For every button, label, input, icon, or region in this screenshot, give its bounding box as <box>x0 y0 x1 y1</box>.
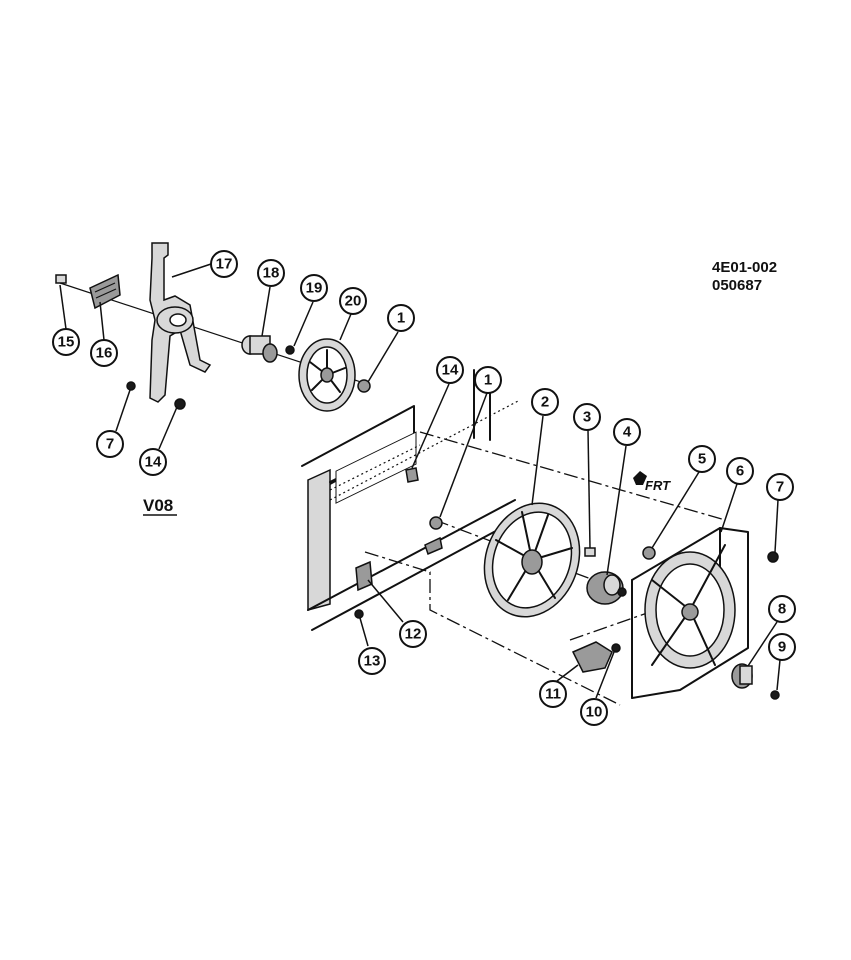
callout-11: 11 <box>539 680 567 708</box>
svg-text:13: 13 <box>364 653 381 670</box>
svg-text:8: 8 <box>778 601 786 618</box>
leader-lines <box>59 263 781 699</box>
part-14-clip <box>405 467 419 483</box>
align-line-top <box>419 431 726 521</box>
callout-14-right: 14 <box>436 356 464 384</box>
svg-text:3: 3 <box>583 409 591 426</box>
svg-text:15: 15 <box>58 334 75 351</box>
svg-text:17: 17 <box>216 256 233 273</box>
part-14-nut <box>174 398 186 410</box>
callout-10: 10 <box>580 698 608 726</box>
part-15-bolt <box>55 274 67 284</box>
align-line-center <box>434 519 621 591</box>
part-9-screw <box>770 690 780 700</box>
align-line-bottom <box>364 551 621 706</box>
svg-text:1: 1 <box>397 310 405 327</box>
radiator-base <box>311 517 521 631</box>
svg-text:12: 12 <box>405 626 422 643</box>
callout-13: 13 <box>358 647 386 675</box>
svg-text:10: 10 <box>586 704 603 721</box>
part-7-bolt <box>126 381 136 391</box>
svg-text:14: 14 <box>145 454 162 471</box>
part-8-relay <box>731 663 753 689</box>
callout-4: 4 <box>613 418 641 446</box>
main-assembly <box>301 369 780 706</box>
part-1-nut-lower <box>429 516 443 530</box>
svg-text:4: 4 <box>623 424 632 441</box>
variant-label: V08 <box>143 496 173 515</box>
radiator-fin-line-1 <box>329 399 521 501</box>
callout-1-lower: 1 <box>474 366 502 394</box>
part-2-fan <box>483 502 581 618</box>
align-line-bracket <box>569 611 651 641</box>
part-6-shroud <box>631 527 749 699</box>
callout-15: 15 <box>52 328 80 356</box>
radiator-clip <box>424 536 443 556</box>
part-10-bolt <box>611 643 621 653</box>
part-1-nut-upper <box>357 379 371 393</box>
callout-17: 17 <box>210 250 238 278</box>
callout-16: 16 <box>90 339 118 367</box>
part-16-bracket <box>89 273 121 310</box>
callout-20: 20 <box>339 287 367 315</box>
radiator-bottom-edge <box>307 499 516 611</box>
part-5-nut <box>642 546 656 560</box>
callout-12: 12 <box>399 620 427 648</box>
callout-14-left: 14 <box>139 448 167 476</box>
callout-1-upper: 1 <box>387 304 415 332</box>
svg-text:6: 6 <box>736 463 744 480</box>
svg-text:11: 11 <box>545 686 561 703</box>
front-arrow-icon <box>633 471 647 485</box>
part-3-washer <box>584 547 596 557</box>
front-direction-marker: FRT <box>633 471 671 493</box>
callout-7-right: 7 <box>766 473 794 501</box>
callout-2: 2 <box>531 388 559 416</box>
callout-9: 9 <box>768 633 796 661</box>
part-18-motor <box>241 335 278 363</box>
upper-assembly <box>55 242 371 412</box>
radiator-fin-line-2 <box>329 444 421 491</box>
svg-text:7: 7 <box>106 436 114 453</box>
part-11-bracket <box>571 641 613 673</box>
callout-19: 19 <box>300 274 328 302</box>
front-marker-label: FRT <box>645 478 671 493</box>
callout-7-left: 7 <box>96 430 124 458</box>
svg-text:19: 19 <box>306 280 323 297</box>
callout-8: 8 <box>768 595 796 623</box>
drawing-id-line1: 4E01-002 <box>712 259 777 276</box>
svg-text:9: 9 <box>778 639 786 656</box>
part-20-fan <box>298 338 356 412</box>
part-12-bracket <box>355 560 373 592</box>
svg-text:1: 1 <box>484 372 492 389</box>
part-13-bolt <box>354 609 364 619</box>
svg-text:14: 14 <box>442 362 459 379</box>
callout-18: 18 <box>257 259 285 287</box>
callout-3: 3 <box>573 403 601 431</box>
radiator-side-tank <box>307 468 331 611</box>
svg-text:5: 5 <box>698 451 706 468</box>
svg-text:18: 18 <box>263 265 280 282</box>
svg-text:16: 16 <box>96 345 113 362</box>
callout-6: 6 <box>726 457 754 485</box>
part-4-motor <box>586 571 627 605</box>
drawing-id-line2: 050687 <box>712 277 762 294</box>
svg-text:7: 7 <box>776 479 784 496</box>
svg-text:2: 2 <box>541 394 549 411</box>
callout-5: 5 <box>688 445 716 473</box>
svg-text:20: 20 <box>345 293 362 310</box>
part-19-screw <box>285 345 295 355</box>
part-7-bolt-right <box>767 551 779 563</box>
